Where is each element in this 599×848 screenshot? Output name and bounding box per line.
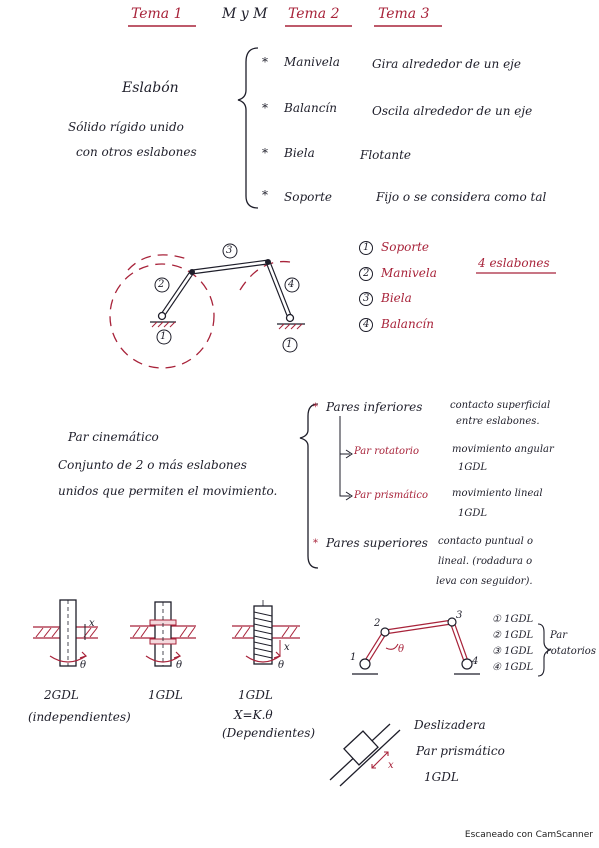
type-name: Biela [284, 146, 315, 160]
link-label: 1 [160, 331, 167, 342]
gdl-item: ④ 1GDL [492, 662, 534, 673]
x-label: x [284, 642, 290, 653]
gdl-item: ① 1GDL [492, 614, 534, 625]
node-label: 2 [374, 618, 381, 629]
type-desc: Flotante [360, 148, 412, 162]
bullet-icon: * [262, 101, 268, 115]
node-label: 4 [472, 656, 479, 667]
joint-2gdl-note: (independientes) [28, 710, 131, 724]
brace-pares [299, 403, 319, 569]
link-label: 2 [158, 279, 165, 290]
joint-2gdl-label: 2GDL [44, 688, 79, 702]
node-label: 1 [350, 652, 357, 663]
pares-superiores-desc-1: contacto puntual o [438, 536, 533, 547]
slider-gdl: 1GDL [424, 770, 459, 784]
theta-label: θ [80, 660, 87, 671]
x-label: x [89, 618, 95, 629]
bullet-icon: * [313, 538, 318, 549]
type-desc: Oscila alrededor de un eje [372, 104, 533, 118]
gdl-item: ③ 1GDL [492, 646, 534, 657]
gdl-item: ② 1GDL [492, 630, 534, 641]
eslabones-count: 4 eslabones [478, 256, 550, 270]
link-label: 3 [226, 245, 233, 256]
par-prismatico-gdl: 1GDL [458, 508, 488, 519]
pares-inferiores: Pares inferiores [326, 400, 423, 414]
pares-superiores-desc-2: lineal. (rodadura o [438, 556, 533, 567]
slider-x-label: x [388, 760, 394, 771]
footer-watermark: Escaneado con CamScanner [464, 830, 593, 840]
theta-label: θ [176, 660, 183, 671]
eslabon-definition-2: con otros eslabones [76, 145, 197, 159]
legend-num: 1 [363, 242, 370, 253]
pares-superiores: Pares superiores [326, 536, 428, 550]
bullet-icon: * [262, 146, 268, 160]
joint-screw [232, 600, 300, 665]
node-label: 3 [456, 610, 463, 621]
pares-inferiores-desc-1: contacto superficial [450, 400, 551, 411]
par-prismatico: Par prismático [354, 490, 428, 501]
link-label: 4 [288, 279, 295, 290]
pares-inferiores-desc-2: entre eslabones. [456, 416, 540, 427]
par-rotatorio: Par rotatorio [354, 446, 420, 457]
par-rotatorio-desc: movimiento angular [452, 444, 554, 455]
slider-title: Deslizadera [414, 718, 486, 732]
slider-joint [329, 723, 401, 787]
pares-superiores-desc-3: leva con seguidor). [436, 576, 533, 587]
par-title: Par cinemático [68, 430, 159, 444]
bullet-icon: * [313, 402, 318, 413]
tab-myM: M y M [222, 6, 268, 22]
bullet-icon: * [262, 55, 268, 69]
eslabon-definition-1: Sólido rígido unido [68, 120, 184, 134]
brace-label-1: Par [550, 630, 568, 641]
joint-screw-label: 1GDL [238, 688, 273, 702]
tab-tema-2: Tema 2 [288, 6, 340, 22]
type-name: Balancín [284, 101, 337, 115]
slider-subtitle: Par prismático [416, 744, 505, 758]
mechanism-1 [109, 243, 305, 369]
legend-name: Manivela [381, 266, 437, 280]
tab-tema-3: Tema 3 [378, 6, 430, 22]
type-name: Manivela [284, 55, 340, 69]
brace-eslabones [237, 47, 259, 209]
legend-circles [359, 241, 373, 332]
legend-name: Balancín [381, 317, 434, 331]
legend-num: 4 [363, 319, 370, 330]
joint-screw-note: (Dependientes) [222, 726, 316, 740]
legend-num: 3 [363, 293, 370, 304]
par-definition-1: Conjunto de 2 o más eslabones [58, 458, 247, 472]
joint-1gdl [130, 601, 196, 667]
eslabon-title: Eslabón [122, 80, 179, 96]
theta-label: θ [278, 660, 285, 671]
par-rotatorio-gdl: 1GDL [458, 462, 488, 473]
par-prismatico-desc: movimiento lineal [452, 488, 543, 499]
type-desc: Gira alrededor de un eje [372, 57, 521, 71]
par-definition-2: unidos que permiten el movimiento. [58, 484, 278, 498]
bullet-icon: * [262, 188, 268, 202]
joint-screw-formula: X=K.θ [234, 708, 273, 722]
theta-label: θ [398, 644, 405, 655]
legend-name: Biela [381, 291, 412, 305]
brace-label-2: rotatorios [546, 646, 596, 657]
joint-1gdl-label: 1GDL [148, 688, 183, 702]
mechanism-2 [352, 617, 480, 675]
legend-num: 2 [363, 268, 370, 279]
joint-2gdl [33, 599, 98, 667]
type-desc: Fijo o se considera como tal [376, 190, 547, 204]
tab-tema-1: Tema 1 [131, 6, 183, 22]
link-label: 1 [286, 339, 293, 350]
legend-name: Soporte [381, 240, 430, 254]
type-name: Soporte [284, 190, 333, 204]
